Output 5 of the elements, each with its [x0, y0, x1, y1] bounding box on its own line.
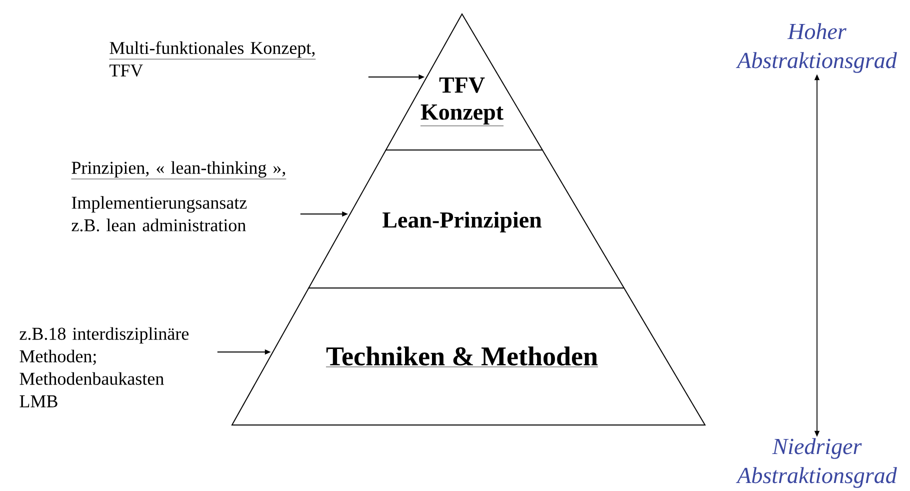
- axis-label: Hoher Abstraktionsgrad: [736, 23, 897, 73]
- annotation-text: Multi-funktionales Konzept, TFV: [109, 41, 316, 77]
- annotation-text: z.B.18 interdisziplinäre Methoden; Methodenbaukasten LMB: [20, 327, 189, 408]
- annotation-text: Prinzipien, « lean-thinking », Implementierungsansatz z.B. lean administration: [71, 161, 286, 232]
- axis-label: Niedriger Abstraktionsgrad: [736, 438, 897, 488]
